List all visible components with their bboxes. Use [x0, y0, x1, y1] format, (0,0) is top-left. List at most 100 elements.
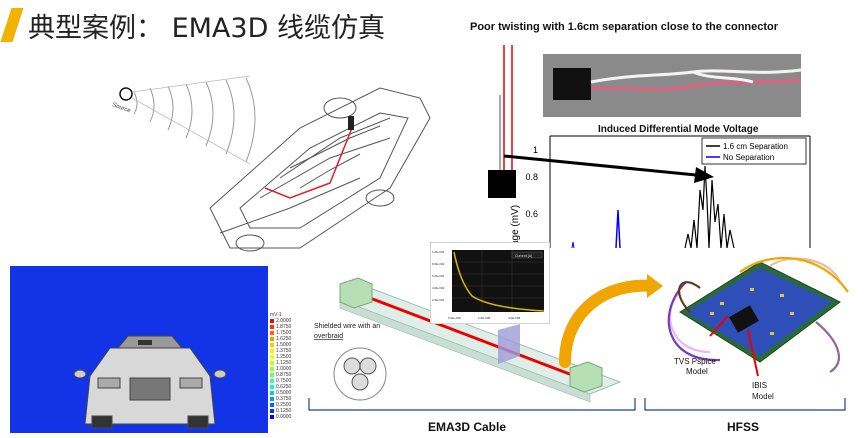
car-wireframe-figure: Source — [111, 75, 431, 252]
current-series — [453, 251, 545, 312]
voltage-tick-label: 0.8 — [525, 172, 538, 182]
ibis-label: Model — [752, 392, 774, 401]
field-legend-value: 0.5000 — [276, 390, 292, 396]
field-legend-row: 1.5000 — [270, 342, 300, 348]
current-plot-area — [452, 250, 544, 312]
field-legend-swatch — [270, 348, 274, 353]
series-no-separation — [615, 209, 621, 248]
cable-line — [369, 296, 581, 380]
field-legend-row: 0.7500 — [270, 378, 300, 384]
field-legend-row: 1.7500 — [270, 330, 300, 336]
legend-item: No Separation — [723, 153, 774, 162]
field-legend-title: mV-1 — [270, 312, 282, 318]
current-tick-label: 8.0E-004 — [432, 262, 445, 266]
twisting-title: Poor twisting with 1.6cm separation clos… — [470, 21, 779, 33]
voltage-chart-title: Induced Differential Mode Voltage — [598, 124, 759, 135]
current-legend-item: Current (A) — [515, 254, 532, 258]
hfss-section-label: HFSS — [727, 420, 760, 434]
ema3d-cable-figure: Shielded wire with an overbraid — [314, 277, 622, 403]
connector-icon — [553, 68, 591, 100]
field-legend-swatch — [270, 360, 274, 365]
black-box-icon — [488, 170, 516, 198]
field-legend-swatch — [270, 366, 274, 371]
field-legend-row: 1.0000 — [270, 366, 300, 372]
curved-arrow-graphic — [559, 274, 663, 368]
field-legend-swatch — [270, 396, 274, 401]
curved-arrow-head-icon — [647, 274, 663, 298]
field-legend-row: 0.5000 — [270, 390, 300, 396]
field-legend-row: 1.1250 — [270, 360, 300, 366]
current-tick-label: 6.0E-004 — [432, 274, 445, 278]
field-legend-swatch — [270, 342, 274, 347]
current-tick-label: 1.0E-003 — [432, 250, 445, 254]
field-simulation-panel — [10, 266, 268, 433]
current-tick-label: 4.0E-004 — [432, 286, 445, 290]
shield-label: Shielded wire with an — [314, 323, 380, 330]
current-chart: Current (A) 1.0E-003 8.0E-004 6.0E-004 4… — [430, 242, 550, 324]
field-legend-row: 0.6250 — [270, 384, 300, 390]
field-legend-row: 0.1250 — [270, 408, 300, 414]
field-legend-row: 1.8750 — [270, 324, 300, 330]
wire-model — [488, 45, 516, 198]
field-legend-swatch — [270, 372, 274, 377]
field-legend-value: 0.2500 — [276, 402, 292, 408]
field-legend-swatch — [270, 330, 274, 335]
source-icon — [119, 87, 133, 101]
hfss-bracket — [644, 398, 846, 411]
section-brackets — [308, 398, 846, 411]
ibis-label: IBIS — [752, 381, 767, 390]
field-legend-value: 1.2500 — [276, 354, 292, 360]
cable-photo — [543, 54, 801, 117]
field-legend-row: 0.0000 — [270, 414, 300, 420]
field-legend-swatch — [270, 324, 274, 329]
title-accent-bar — [0, 8, 24, 42]
field-legend-row: 1.2500 — [270, 354, 300, 360]
current-legend — [511, 251, 543, 259]
field-legend-row: 1.3750 — [270, 348, 300, 354]
legend-item: 1.6 cm Separation — [723, 142, 788, 151]
car-front-figure — [73, 335, 227, 429]
field-legend-row: 0.3750 — [270, 396, 300, 402]
tvs-label: Model — [686, 367, 708, 376]
voltage-legend — [701, 137, 807, 165]
field-legend-value: 1.3750 — [276, 348, 292, 354]
ema3d-bracket — [308, 398, 636, 411]
field-legend-swatch — [270, 384, 274, 389]
source-label: Source — [111, 102, 132, 114]
field-legend-value: 0.8750 — [276, 372, 292, 378]
series-1.6cm — [684, 165, 735, 248]
field-legend-value: 0.6250 — [276, 384, 292, 390]
antenna-icon — [138, 340, 152, 345]
field-legend-swatch — [270, 336, 274, 341]
voltage-tick-label: 0.6 — [525, 209, 538, 219]
current-tick-label: 2.0E-008 — [478, 316, 491, 320]
field-legend-value: 1.0000 — [276, 366, 292, 372]
overbraid-label: overbraid — [314, 333, 343, 340]
slide-title: 典型案例： EMA3D 线缆仿真 — [28, 13, 385, 44]
voltage-tick-label: 1 — [533, 145, 538, 155]
field-legend-row: 2.0000 — [270, 318, 300, 324]
field-legend-swatch — [270, 318, 274, 323]
field-legend-row: 0.2500 — [270, 402, 300, 408]
field-legend-swatch — [270, 402, 274, 407]
hfss-pcb-figure: TVS Pspice Model IBIS — [667, 256, 849, 390]
tvs-label: TVS Pspice — [674, 357, 716, 366]
field-legend-value: 1.8750 — [276, 324, 292, 330]
field-legend-swatch — [270, 414, 274, 419]
field-legend-swatch — [270, 408, 274, 413]
current-tick-label: 2.0E-004 — [432, 298, 445, 302]
ibis-pointer — [747, 329, 759, 377]
field-legend-value: 0.1250 — [276, 408, 292, 414]
field-legend-value: 1.5000 — [276, 342, 292, 348]
current-tick-label: 0.0E+000 — [448, 316, 461, 320]
field-legend-value: 0.3750 — [276, 396, 292, 402]
chip-icon — [729, 305, 759, 333]
tvs-pointer — [709, 315, 729, 337]
voltage-chart: 1 0.8 0.6 age (mV) 1.6 cm Separation No … — [510, 135, 811, 248]
ema3d-section-label: EMA3D Cable — [428, 420, 507, 434]
field-legend-value: 2.0000 — [276, 318, 292, 324]
field-legend-value: 0.7500 — [276, 378, 292, 384]
field-legend-row: 0.8750 — [270, 372, 300, 378]
current-tick-label: 4.0E-008 — [508, 316, 521, 320]
